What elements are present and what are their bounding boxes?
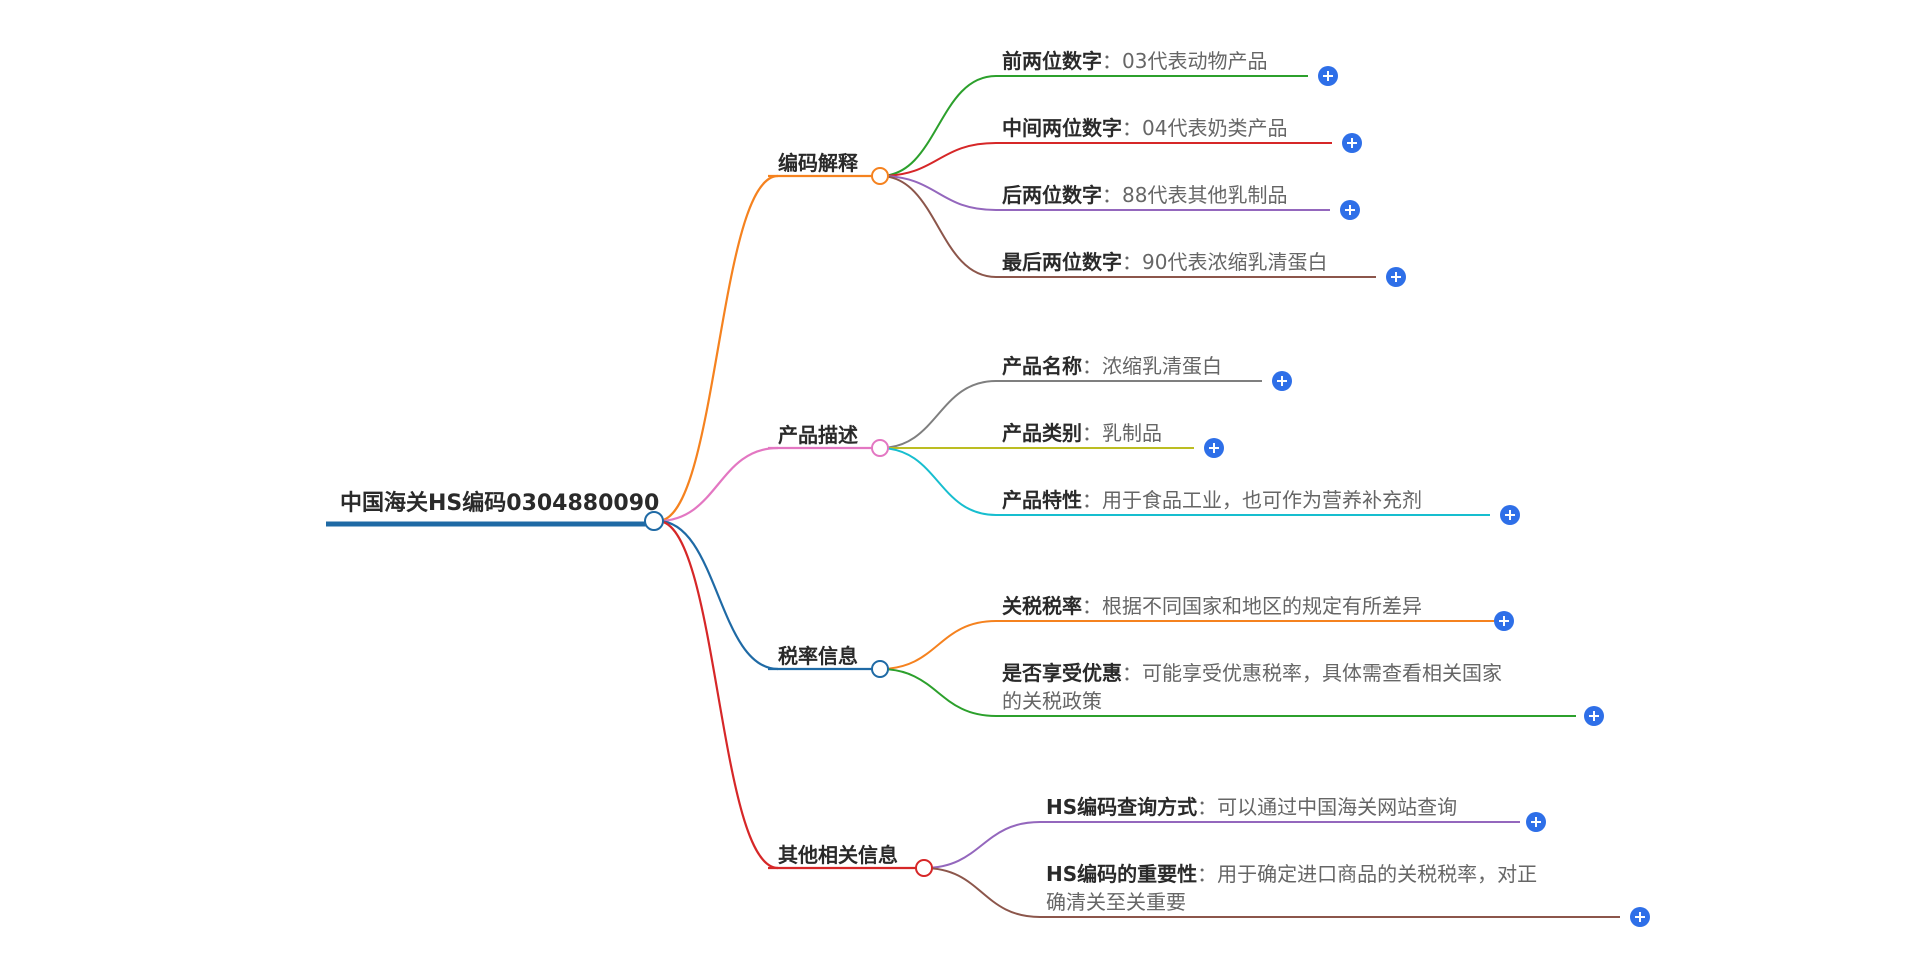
branch-collapse-icon[interactable]: [915, 859, 933, 877]
leaf-text: 前两位数字：03代表动物产品: [1002, 49, 1267, 73]
leaf-value: ：乳制品: [1082, 421, 1162, 445]
leaf-value: ：根据不同国家和地区的规定有所差异: [1082, 594, 1422, 618]
leaf-text: 是否享受优惠：可能享受优惠税率，具体需查看相关国家: [1001, 661, 1502, 685]
leaf-connector: [879, 142, 997, 177]
leaf-connector: [879, 380, 997, 449]
leaf-node[interactable]: HS编码查询方式：可以通过中国海关网站查询: [923, 795, 1546, 869]
expand-plus-icon[interactable]: [1318, 66, 1338, 86]
leaf-connector: [879, 620, 997, 670]
leaf-text: 产品名称：浓缩乳清蛋白: [1002, 354, 1222, 378]
expand-plus-icon[interactable]: [1494, 611, 1514, 631]
expand-plus-icon[interactable]: [1630, 907, 1650, 927]
leaf-key: 产品名称: [1002, 354, 1082, 378]
leaf-value: ：浓缩乳清蛋白: [1082, 354, 1222, 378]
leaf-value: ：90代表浓缩乳清蛋白: [1122, 250, 1327, 274]
leaf-key: 产品类别: [1002, 421, 1082, 445]
branch-connector: [657, 174, 779, 523]
leaf-node[interactable]: 最后两位数字：90代表浓缩乳清蛋白: [879, 175, 1406, 287]
leaf-node[interactable]: 产品类别：乳制品: [880, 421, 1224, 458]
leaf-key: 产品特性: [1002, 488, 1082, 512]
leaf-text: 关税税率：根据不同国家和地区的规定有所差异: [1002, 594, 1422, 618]
expand-plus-icon[interactable]: [1342, 133, 1362, 153]
leaf-connector: [879, 447, 997, 516]
leaf-key: 前两位数字: [1002, 49, 1102, 73]
leaf-key: 后两位数字: [1002, 183, 1102, 207]
leaf-connector: [879, 175, 997, 278]
expand-plus-icon[interactable]: [1500, 505, 1520, 525]
root-collapse-icon[interactable]: [644, 511, 664, 531]
leaf-text: HS编码查询方式：可以通过中国海关网站查询: [1046, 795, 1457, 819]
branch-label[interactable]: 产品描述: [778, 423, 858, 447]
branch-group: 税率信息关税税率：根据不同国家和地区的规定有所差异是否享受优惠：可能享受优惠税率…: [657, 519, 1604, 726]
branch-connector: [657, 519, 779, 671]
leaf-connector: [923, 821, 1041, 869]
branch-label[interactable]: 税率信息: [778, 644, 858, 668]
leaf-node[interactable]: 产品名称：浓缩乳清蛋白: [879, 354, 1292, 449]
leaf-text: 产品类别：乳制品: [1002, 421, 1162, 445]
leaf-key: 是否享受优惠: [1001, 661, 1122, 685]
branch-connector: [657, 519, 779, 870]
expand-plus-icon[interactable]: [1584, 706, 1604, 726]
leaf-key: 最后两位数字: [1002, 250, 1122, 274]
leaf-value: ：用于食品工业，也可作为营养补充剂: [1082, 488, 1422, 512]
leaf-value: ：03代表动物产品: [1102, 49, 1267, 73]
leaf-text: 后两位数字：88代表其他乳制品: [1002, 183, 1287, 207]
leaf-value: ：用于确定进口商品的关税税率，对正: [1197, 862, 1537, 886]
branch-collapse-icon[interactable]: [871, 439, 889, 457]
leaf-text: 产品特性：用于食品工业，也可作为营养补充剂: [1002, 488, 1422, 512]
leaf-text: 最后两位数字：90代表浓缩乳清蛋白: [1002, 250, 1327, 274]
leaf-value: ：04代表奶类产品: [1122, 116, 1287, 140]
expand-plus-icon[interactable]: [1204, 438, 1224, 458]
leaf-node[interactable]: 后两位数字：88代表其他乳制品: [879, 175, 1360, 220]
leaf-node[interactable]: 关税税率：根据不同国家和地区的规定有所差异: [879, 594, 1514, 670]
leaf-value: ：可能享受优惠税率，具体需查看相关国家: [1122, 661, 1502, 685]
leaf-value-line2: 确清关至关重要: [1046, 890, 1186, 914]
leaf-key: HS编码查询方式: [1046, 795, 1197, 819]
leaf-text: 中间两位数字：04代表奶类产品: [1002, 116, 1287, 140]
leaf-value: ：88代表其他乳制品: [1102, 183, 1287, 207]
leaf-connector: [879, 175, 997, 211]
leaf-node[interactable]: 前两位数字：03代表动物产品: [879, 49, 1338, 177]
leaf-node[interactable]: 产品特性：用于食品工业，也可作为营养补充剂: [879, 447, 1520, 525]
leaf-connector: [923, 867, 1041, 918]
leaf-connector: [879, 668, 997, 717]
expand-plus-icon[interactable]: [1526, 812, 1546, 832]
branch-connector: [657, 446, 779, 523]
leaf-value-line2: 的关税政策: [1002, 689, 1102, 713]
expand-plus-icon[interactable]: [1272, 371, 1292, 391]
branch-collapse-icon[interactable]: [871, 167, 889, 185]
leaf-key: 关税税率: [1002, 594, 1082, 618]
branch-label[interactable]: 编码解释: [778, 151, 859, 175]
branch-collapse-icon[interactable]: [871, 660, 889, 678]
expand-plus-icon[interactable]: [1386, 267, 1406, 287]
leaf-value: ：可以通过中国海关网站查询: [1197, 795, 1457, 819]
leaf-key: 中间两位数字: [1002, 116, 1122, 140]
leaf-node[interactable]: 中间两位数字：04代表奶类产品: [879, 116, 1362, 177]
leaf-connector: [879, 75, 997, 177]
root-label[interactable]: 中国海关HS编码0304880090: [340, 490, 659, 516]
branch-group: 编码解释前两位数字：03代表动物产品中间两位数字：04代表奶类产品后两位数字：8…: [657, 49, 1406, 523]
expand-plus-icon[interactable]: [1340, 200, 1360, 220]
branch-group: 其他相关信息 HS编码查询方式：可以通过中国海关网站查询 HS编码的重要性：用于确定…: [657, 519, 1650, 927]
branch-label[interactable]: 其他相关信息: [778, 843, 898, 867]
leaf-key: HS编码的重要性: [1046, 862, 1197, 886]
branch-group: 产品描述产品名称：浓缩乳清蛋白产品类别：乳制品产品特性：用于食品工业，也可作为营…: [657, 354, 1520, 525]
leaf-text: HS编码的重要性：用于确定进口商品的关税税率，对正: [1046, 862, 1537, 886]
